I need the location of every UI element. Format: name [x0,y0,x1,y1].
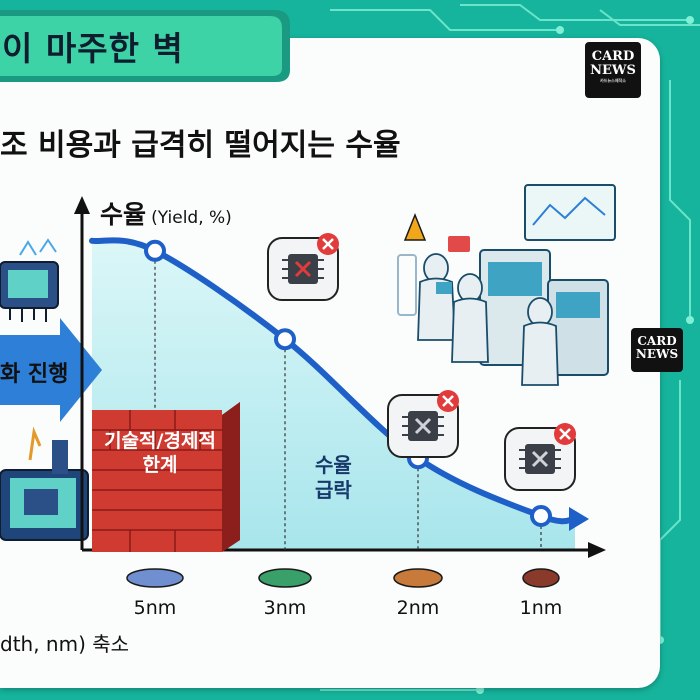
progress-arrow [0,318,102,422]
y-axis-label-unit: (Yield, %) [151,208,232,228]
wafer-2nm [393,568,443,588]
wall-label: 기술적/경제적 한계 [95,430,225,478]
y-axis-arrowhead [74,196,90,214]
yield-drop-line-2: 급락 [315,478,352,502]
side-tag-line-1: CARD [637,334,677,348]
defective-chip-icon [267,233,339,301]
brick-wall [92,402,240,552]
progress-arrow-label: 화 진행 [0,362,69,387]
page-subtitle: 조 비용과 급격히 떨어지는 수율 [0,128,401,163]
chip-illustration-top [0,238,59,322]
wafer-5nm [126,568,184,588]
wafer-1nm [522,568,560,588]
x-tick-1nm: 1nm [519,597,563,619]
yield-drop-line-1: 수율 [315,453,352,477]
defective-chip-icon [504,423,576,491]
yield-drop-label: 수율 급락 [315,453,352,503]
page-title: 이 마주한 벽 [2,29,184,68]
card-news-logo: CARD NEWS 카드뉴스제작소 [585,42,641,98]
yield-point-5nm [144,239,166,262]
fab-workers-illustration [397,184,616,386]
yield-point-1nm [530,505,552,527]
logo-line-2: NEWS [590,62,636,78]
yield-point-3nm [274,328,296,351]
x-tick-2nm: 2nm [396,597,440,619]
x-axis-label: dth, nm) 축소 [0,632,130,656]
wall-label-line-1: 기술적/경제적 [104,430,216,452]
yield-line-arrowhead [569,507,589,531]
x-tick-3nm: 3nm [263,597,307,619]
wall-label-line-2: 한계 [142,453,178,476]
card-news-side-tag: CARD NEWS [631,328,683,372]
defective-chip-icon [387,390,459,458]
chip-illustration-bottom [0,426,89,541]
x-tick-5nm: 5nm [133,597,177,619]
x-axis-arrowhead [588,542,606,558]
side-tag-line-2: NEWS [635,346,679,361]
title-tab [0,10,290,82]
logo-line-1: CARD [591,49,635,64]
wafer-3nm [258,568,312,588]
logo-subtext: 카드뉴스제작소 [600,78,626,84]
y-axis-label: 수율 (Yield, %) [100,195,232,231]
y-axis-label-main: 수율 [100,200,147,229]
